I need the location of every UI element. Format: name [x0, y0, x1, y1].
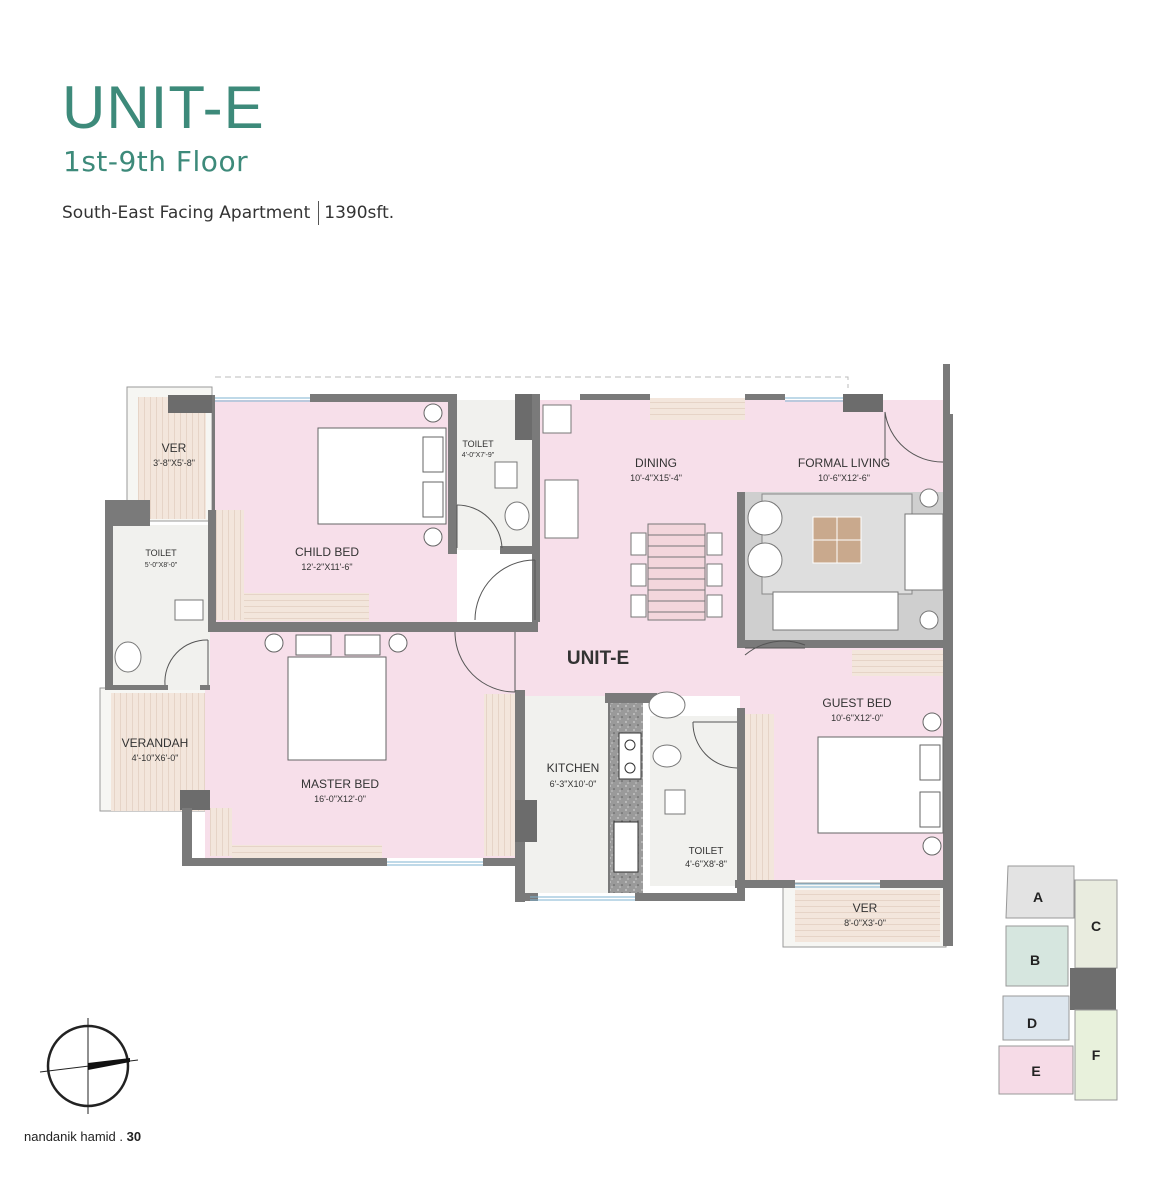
- room-size: 4'-0"X7'-9": [462, 452, 495, 459]
- doors: [164, 411, 944, 769]
- room-labels: VER 3'-8"X5'-8" TOILET 4'-0"X7'-9" DININ…: [122, 439, 892, 928]
- room-name: TOILET: [462, 439, 494, 449]
- room-name: VER: [162, 441, 187, 455]
- floor-range: 1st-9th Floor: [63, 145, 249, 178]
- key-unit-b: [1005, 925, 1069, 987]
- facing-text: South-East Facing Apartment: [62, 203, 311, 223]
- room-size: 10'-6"X12'-6": [818, 473, 870, 483]
- ver-bottom-right-floor: [795, 890, 940, 942]
- corridor-floor: [455, 626, 745, 696]
- room-size: 12'-2"X11'-6": [301, 562, 352, 572]
- room-name: VER: [853, 901, 878, 915]
- room-size: 4'-10"X6'-0": [132, 753, 179, 763]
- separator: [318, 201, 320, 225]
- wardrobe-guest: [744, 714, 774, 882]
- key-unit-d: [1002, 995, 1070, 1041]
- room-name: VERANDAH: [122, 736, 189, 750]
- room-size: 8'-0"X3'-0": [844, 918, 886, 928]
- key-unit-f: [1074, 1009, 1118, 1101]
- page-title: UNIT-E: [62, 74, 265, 141]
- key-label-f: F: [1092, 1047, 1101, 1063]
- ver-top-left-floor: [138, 397, 206, 519]
- room-name: MASTER BED: [301, 777, 379, 791]
- stove: [618, 732, 642, 780]
- key-unit-e: [998, 1045, 1074, 1095]
- room-size: 10'-6"X12'-0": [831, 713, 883, 723]
- dining-shelf: [650, 398, 745, 420]
- key-label-b: B: [1030, 952, 1040, 968]
- wardrobe-child: [216, 510, 244, 620]
- room-size: 3'-8"X5'-8": [153, 458, 195, 468]
- fridge: [544, 479, 579, 539]
- wardrobe-master-3: [232, 845, 382, 861]
- roof-outline: [215, 376, 849, 388]
- key-unit-a: [1005, 865, 1075, 919]
- walls: [105, 364, 953, 946]
- wardrobe-guest-2: [852, 650, 944, 676]
- sanitary: [114, 404, 686, 815]
- wardrobe-master-2: [210, 808, 232, 856]
- room-name: GUEST BED: [822, 696, 891, 710]
- room-size: 10'-4"X15'-4": [630, 473, 682, 483]
- page-number: 30: [126, 1129, 142, 1144]
- bed-child: [317, 403, 447, 547]
- room-name: FORMAL LIVING: [798, 456, 890, 470]
- wardrobe-master: [484, 694, 516, 856]
- room-name: DINING: [635, 456, 677, 470]
- room-size: 5'-0"X8'-0": [145, 562, 178, 569]
- key-label-a: A: [1033, 889, 1043, 905]
- key-plan: A B C D E F: [998, 865, 1118, 1101]
- room-size: 6'-3"X10'-0": [550, 779, 597, 789]
- facing-info: South-East Facing Apartment 1390sft.: [62, 201, 394, 225]
- kitchen-floor: [525, 696, 610, 893]
- room-name: TOILET: [689, 846, 724, 857]
- room-name: CHILD BED: [295, 545, 359, 559]
- dining-table: [630, 523, 723, 621]
- sink: [613, 821, 639, 873]
- key-core: [1070, 968, 1116, 1010]
- living-furniture: [747, 488, 944, 631]
- key-label-d: D: [1027, 1015, 1037, 1031]
- room-name: KITCHEN: [547, 761, 600, 775]
- key-label-c: C: [1091, 918, 1101, 934]
- room-name: TOILET: [145, 548, 177, 558]
- project-name: nandanik hamid .: [24, 1129, 124, 1144]
- area-text: 1390sft.: [324, 203, 395, 223]
- bed-guest: [817, 712, 944, 856]
- room-size: 16'-0"X12'-0": [314, 794, 366, 804]
- windows: [215, 397, 880, 901]
- north-compass: [39, 1018, 139, 1114]
- wardrobe-child-2: [244, 593, 369, 621]
- bed-master: [264, 633, 408, 761]
- key-label-e: E: [1031, 1063, 1040, 1079]
- room-size: 4'-6"X8'-8": [685, 859, 727, 869]
- footer: nandanik hamid . 30: [24, 1130, 141, 1143]
- unit-label: UNIT-E: [567, 648, 629, 669]
